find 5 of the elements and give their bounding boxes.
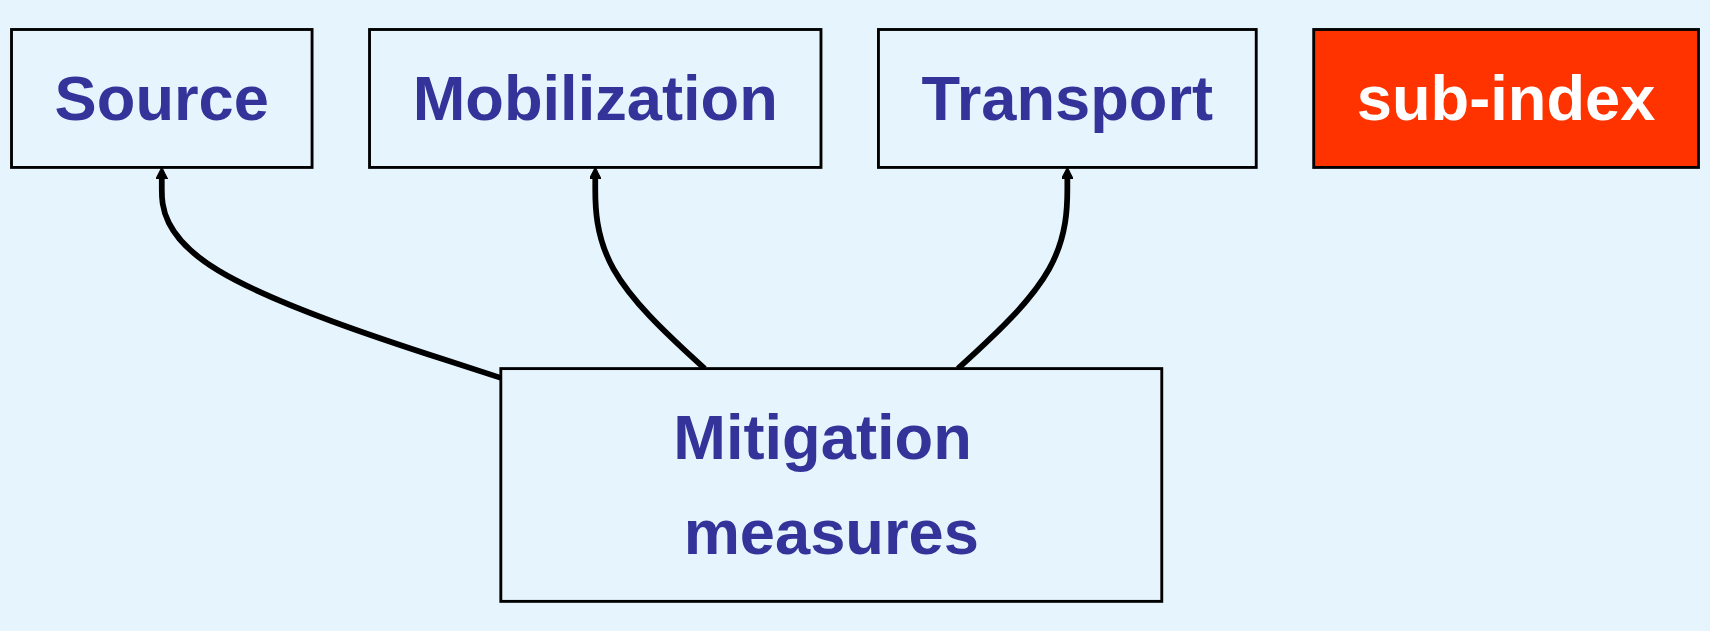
node-box: sub-index	[1312, 28, 1700, 169]
node-box: Mobilization	[368, 28, 823, 169]
node-box: Source	[10, 28, 314, 169]
node-box: Transport	[877, 28, 1258, 169]
node-box: Mitigation measures	[499, 367, 1164, 603]
